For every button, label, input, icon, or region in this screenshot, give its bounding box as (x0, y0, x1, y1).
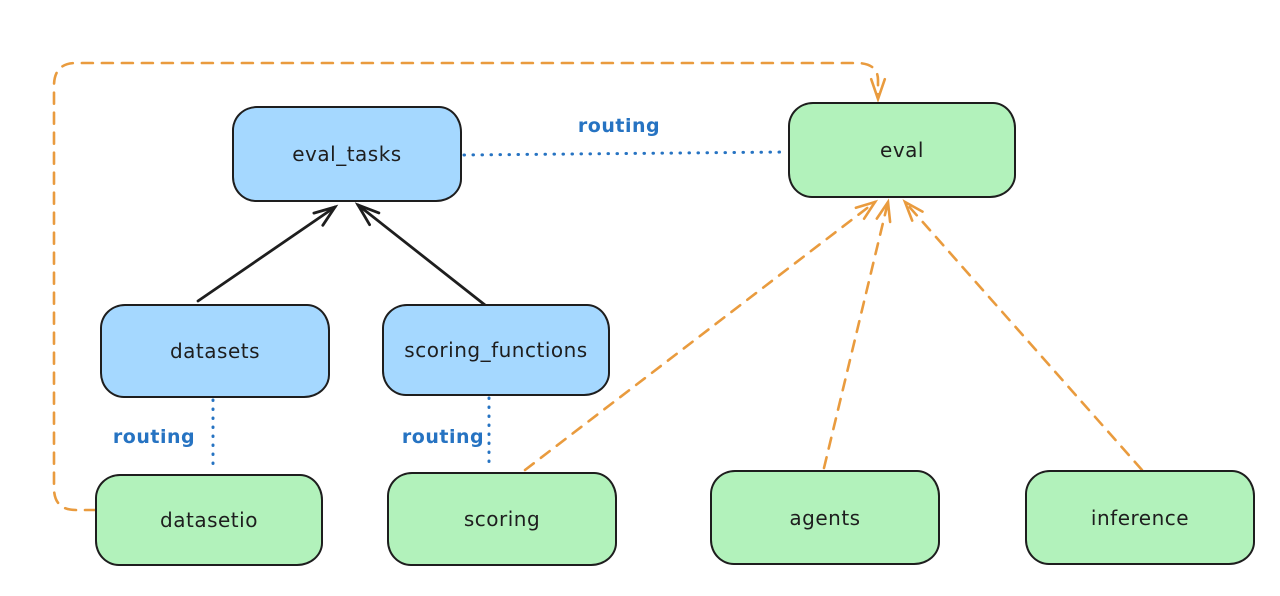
arrowhead-agents-eval (875, 198, 892, 224)
edge-label-routing-top: routing (577, 115, 661, 137)
node-scoring-functions-label: scoring_functions (404, 338, 588, 362)
arrowhead-scoring-eval (854, 199, 879, 220)
node-datasets: datasets (100, 304, 330, 398)
edge-label-routing-mid: routing (401, 426, 485, 448)
node-agents: agents (710, 470, 940, 565)
arrowhead-scoringfunctions-evaltasks (354, 202, 381, 227)
arrowhead-datasetio-eval-loop (869, 77, 887, 104)
edge-inference-eval (903, 200, 1144, 472)
edge-evaltasks-eval-routing (462, 150, 788, 157)
edge-scoringfunctions-evaltasks (356, 203, 487, 307)
node-scoring-label: scoring (463, 507, 541, 531)
node-datasetio: datasetio (95, 474, 323, 566)
node-inference: inference (1025, 470, 1255, 565)
node-datasetio-label: datasetio (160, 508, 258, 532)
arrowhead-datasets-evaltasks (312, 204, 339, 227)
edge-datasets-evaltasks (196, 205, 337, 303)
node-eval: eval (788, 102, 1016, 198)
node-eval-tasks: eval_tasks (232, 106, 462, 202)
arrowhead-inference-eval (902, 199, 924, 222)
node-agents-label: agents (789, 505, 861, 530)
edge-label-routing-left: routing (112, 426, 196, 448)
node-inference-label: inference (1090, 505, 1190, 530)
node-scoring-functions: scoring_functions (382, 304, 610, 396)
edge-agents-eval (822, 200, 890, 470)
node-datasets-label: datasets (169, 339, 261, 363)
edge-datasetio-eval-loop (52, 61, 880, 512)
node-scoring: scoring (387, 472, 617, 566)
edge-scoring-eval (523, 200, 877, 472)
node-eval-label: eval (880, 138, 924, 162)
node-eval-tasks-label: eval_tasks (292, 142, 402, 166)
